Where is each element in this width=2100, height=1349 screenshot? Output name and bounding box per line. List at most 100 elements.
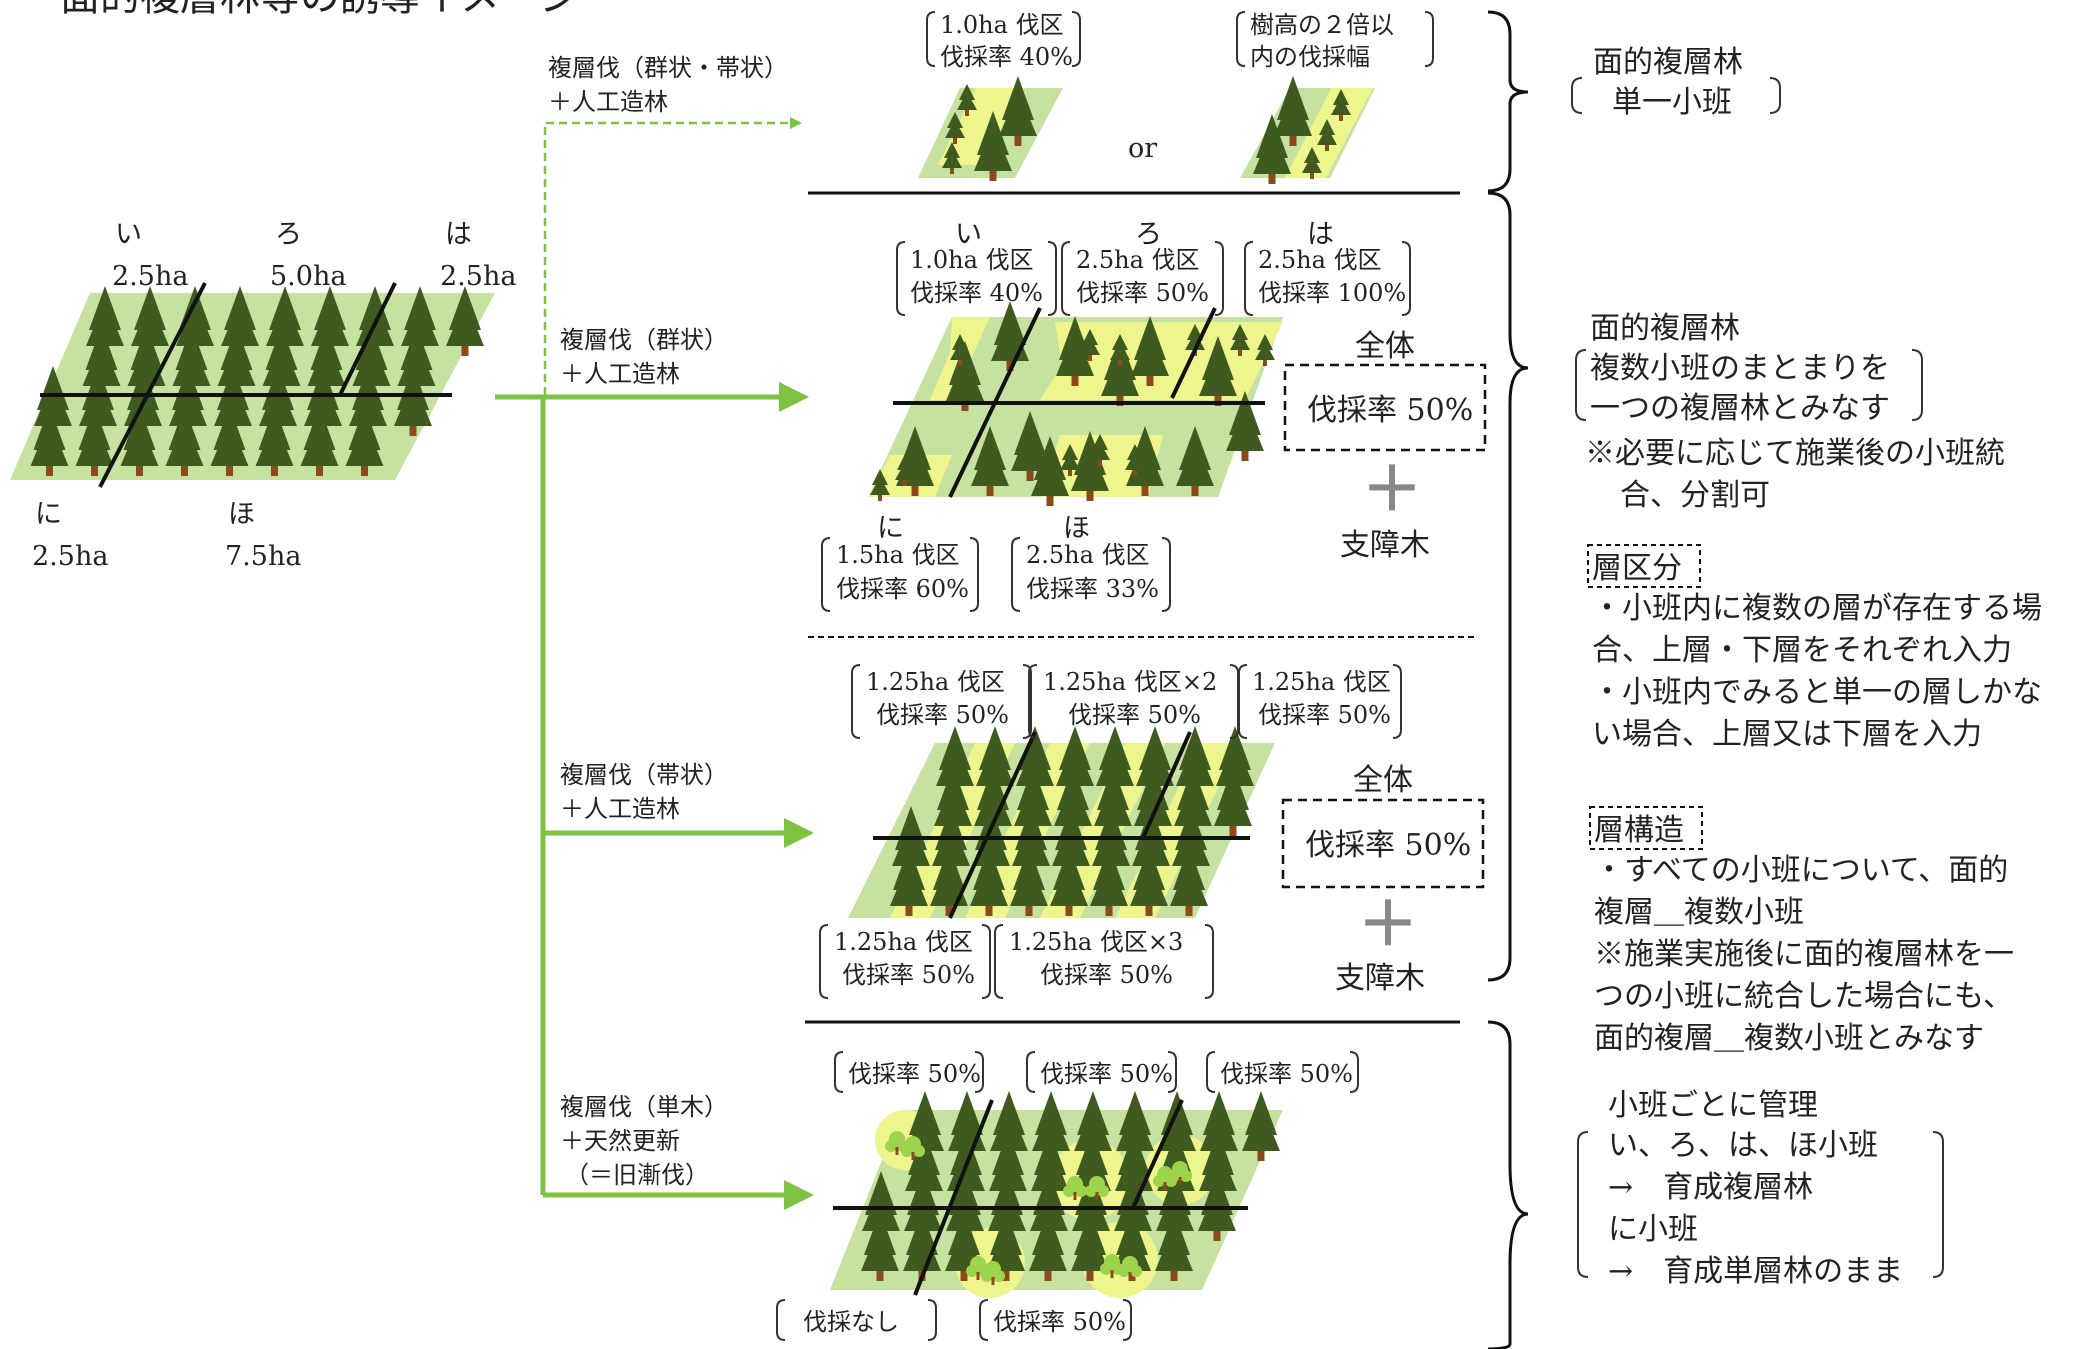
s3-box2-line1: 1.25ha 伐区×2 <box>1043 668 1217 696</box>
struct-line4: つの小班に統合した場合にも、 <box>1594 979 2013 1014</box>
s3-box4-line2: 伐採率 50% <box>842 961 975 989</box>
branch4-line1: 複層伐（単木） <box>560 1093 728 1121</box>
s1-box2-line2: 内の伐採幅 <box>1250 43 1370 71</box>
s4-box4: 伐採なし <box>803 1308 899 1336</box>
right-braces <box>1487 10 1529 1349</box>
note3-line1: 小班ごとに管理 <box>1608 1088 1818 1123</box>
s2-box-ha-line1: 2.5ha 伐区 <box>1258 246 1382 274</box>
note2-note2: 合、分割可 <box>1620 478 1770 513</box>
s2-name-ni: に <box>877 513 904 544</box>
s4-box2: 伐採率 50% <box>1040 1060 1173 1088</box>
s2-box-ho-line1: 2.5ha 伐区 <box>1026 541 1150 569</box>
right-notes: 面的複層林 単一小班 面的複層林 複数小班のまとまりを 一つの複層林とみなす ※… <box>1571 45 2042 1289</box>
s2-support: 支障木 <box>1340 528 1430 563</box>
s1-box1-line2: 伐採率 40% <box>940 43 1073 71</box>
branch1-line2: ＋人工造林 <box>548 88 668 116</box>
plot-name-ro: ろ <box>275 219 302 250</box>
scenario2-labels: い ろ は に ほ 1.0ha 伐区 伐採率 40% 2.5ha 伐区 伐採率 … <box>821 219 1487 612</box>
branch2-line2: ＋人工造林 <box>560 360 680 388</box>
struct-line5: 面的複層＿複数小班とみなす <box>1594 1021 1984 1056</box>
plot-name-ho: ほ <box>228 499 255 530</box>
s2-whole-rate: 伐採率 50% <box>1307 393 1473 428</box>
s2-plus-icon: ＋ <box>1362 455 1422 525</box>
s1-box2-line1: 樹高の２倍以 <box>1250 11 1394 39</box>
s2-box-ho-line2: 伐採率 33% <box>1026 575 1159 603</box>
s3-box3-line2: 伐採率 50% <box>1258 701 1391 729</box>
s2-box-ro-line2: 伐採率 50% <box>1076 279 1209 307</box>
s2-whole-label: 全体 <box>1355 329 1415 364</box>
layer-title: 層区分 <box>1592 551 1682 586</box>
s2-name-i: い <box>955 219 982 250</box>
branch-labels: 複層伐（群状・帯状） ＋人工造林 複層伐（群状） ＋人工造林 複層伐（帯状） ＋… <box>548 54 788 1189</box>
s3-plus-icon: ＋ <box>1358 890 1418 960</box>
s2-box-i-line2: 伐採率 40% <box>910 279 1043 307</box>
note2-line2: 複数小班のまとまりを <box>1590 351 1890 386</box>
plot-area-ha: 2.5ha <box>440 261 516 292</box>
page-title: 面的複層林等の誘導イメージ <box>60 0 579 20</box>
s3-box5-line1: 1.25ha 伐区×3 <box>1009 928 1183 956</box>
s1-box1-line1: 1.0ha 伐区 <box>940 11 1064 39</box>
s3-box3-line1: 1.25ha 伐区 <box>1252 668 1391 696</box>
branch2-line1: 複層伐（群状） <box>560 326 728 354</box>
s3-box4-line1: 1.25ha 伐区 <box>834 928 973 956</box>
s2-name-ho: ほ <box>1063 513 1090 544</box>
s3-box1-line1: 1.25ha 伐区 <box>866 668 1005 696</box>
branch3-line1: 複層伐（帯状） <box>560 761 728 789</box>
scenario1-diagram <box>918 76 1375 184</box>
s2-name-ro: ろ <box>1135 219 1162 250</box>
plot-name-ni: に <box>35 499 62 530</box>
plot-area-ho: 7.5ha <box>225 541 301 572</box>
s4-box1: 伐採率 50% <box>848 1060 981 1088</box>
note2-note1: ※必要に応じて施業後の小班統 <box>1585 436 2005 471</box>
struct-line1: ・すべての小班について、面的 <box>1594 853 2008 888</box>
branch4-line2: ＋天然更新 <box>560 1127 680 1155</box>
s3-box5-line2: 伐採率 50% <box>1040 961 1173 989</box>
s2-box-i-line1: 1.0ha 伐区 <box>910 246 1034 274</box>
plot-area-ni: 2.5ha <box>32 541 108 572</box>
s2-box-ni-line2: 伐採率 60% <box>836 575 969 603</box>
plot-area-i: 2.5ha <box>112 261 188 292</box>
s2-box-ro-line1: 2.5ha 伐区 <box>1076 246 1200 274</box>
layer-line3: ・小班内でみると単一の層しかな <box>1592 675 2042 710</box>
s1-or: or <box>1128 133 1157 164</box>
branch3-line2: ＋人工造林 <box>560 795 680 823</box>
struct-title: 層構造 <box>1594 813 1684 848</box>
branch4-line3: （＝旧漸伐） <box>565 1161 709 1189</box>
note1-line2: 単一小班 <box>1612 85 1732 120</box>
s3-box1-line2: 伐採率 50% <box>876 701 1009 729</box>
layer-line4: い場合、上層又は下層を入力 <box>1592 717 1982 752</box>
branch-arrows <box>495 117 814 1210</box>
note2-line3: 一つの複層林とみなす <box>1590 391 1890 426</box>
plot-name-i: い <box>115 219 142 250</box>
struct-line2: 複層＿複数小班 <box>1594 895 1804 930</box>
layer-line1: ・小班内に複数の層が存在する場 <box>1592 591 2042 626</box>
s2-name-ha: は <box>1307 219 1334 250</box>
struct-line3: ※施業実施後に面的複層林を一 <box>1594 937 2014 972</box>
scenario4-diagram <box>830 1091 1283 1298</box>
section-separators <box>805 191 1478 1024</box>
source-labels: い 2.5ha ろ 5.0ha は 2.5ha に 2.5ha ほ 7.5ha <box>32 219 516 572</box>
note3-line4: に小班 <box>1608 1212 1698 1247</box>
s4-box3: 伐採率 50% <box>1220 1060 1353 1088</box>
s4-box5: 伐採率 50% <box>993 1308 1126 1336</box>
note3-line2: い、ろ、は、ほ小班 <box>1608 1128 1878 1163</box>
scenario2-diagram <box>868 301 1283 506</box>
s3-support: 支障木 <box>1335 961 1425 996</box>
s3-whole-label: 全体 <box>1353 763 1413 798</box>
note3-line5: → 育成単層林のまま <box>1608 1254 1903 1289</box>
plot-name-ha: は <box>445 219 472 250</box>
source-forest <box>10 282 495 488</box>
scenario3-labels: 1.25ha 伐区 伐採率 50% 1.25ha 伐区×2 伐採率 50% 1.… <box>819 664 1485 999</box>
s3-box2-line2: 伐採率 50% <box>1068 701 1201 729</box>
s2-box-ni-line1: 1.5ha 伐区 <box>836 541 960 569</box>
layer-line2: 合、上層・下層をそれぞれ入力 <box>1592 633 2012 668</box>
scenario3-diagram <box>848 726 1275 919</box>
s2-box-ha-line2: 伐採率 100% <box>1258 279 1406 307</box>
note2-line1: 面的複層林 <box>1590 311 1740 346</box>
scenario1-labels: 1.0ha 伐区 伐採率 40% 樹高の２倍以 内の伐採幅 or <box>926 11 1434 164</box>
plot-area-ro: 5.0ha <box>270 261 346 292</box>
branch1-line1: 複層伐（群状・帯状） <box>548 54 788 82</box>
scenario4-labels: 伐採率 50% 伐採率 50% 伐採率 50% 伐採なし 伐採率 50% <box>776 1051 1359 1341</box>
note1-line1: 面的複層林 <box>1593 45 1743 80</box>
